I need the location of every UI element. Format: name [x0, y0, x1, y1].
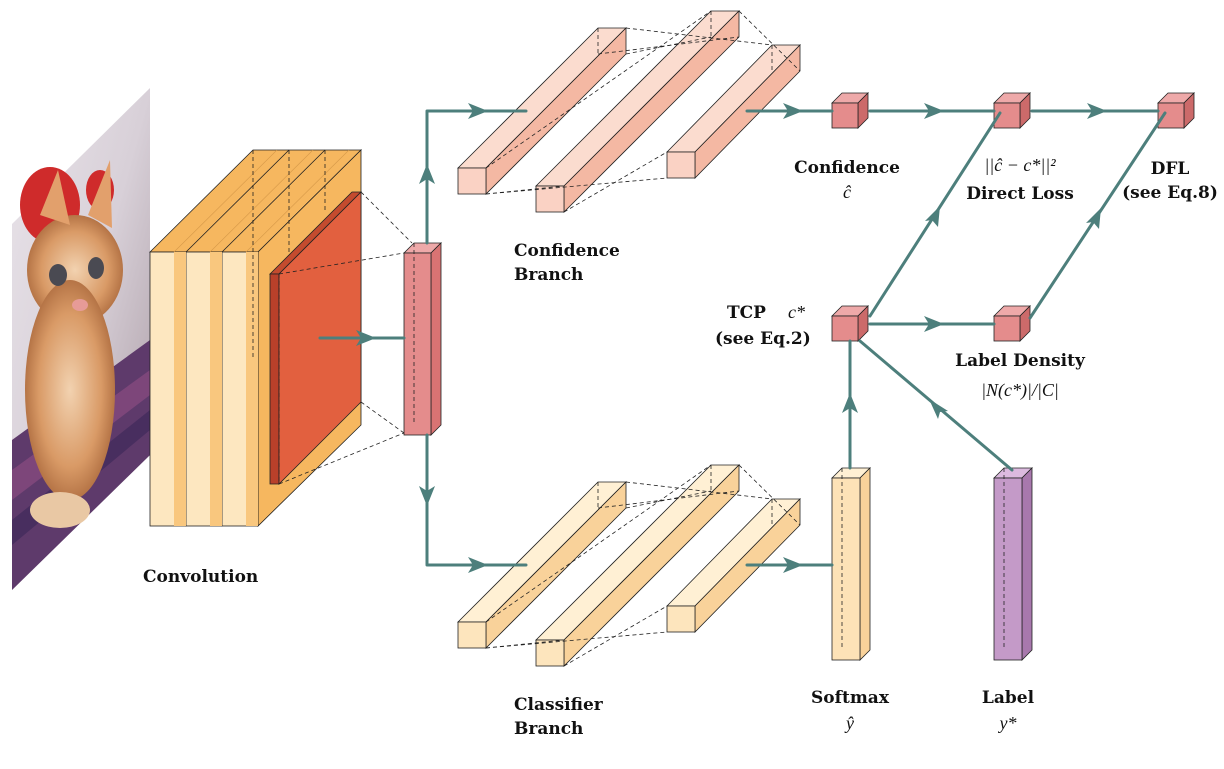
dfl-cube	[1157, 92, 1195, 129]
label-density-cube	[993, 305, 1031, 342]
arrow-heads	[356, 103, 1107, 573]
confidence-label: Confidence	[794, 158, 900, 178]
tcp-cube	[831, 305, 869, 342]
direct-loss-formula: ||ĉ − c*||²	[984, 155, 1056, 175]
classifier-branch-label-line2: Branch	[514, 719, 584, 739]
convolution-label: Convolution	[143, 567, 259, 587]
dfl-reference: (see Eq.8)	[1122, 183, 1218, 203]
confidence-symbol: ĉ	[843, 182, 851, 202]
feature-node	[403, 242, 442, 436]
classifier-branch-label-line1: Classifier	[514, 695, 603, 715]
tcp-label: TCP	[727, 303, 766, 323]
dfl-label: DFL	[1150, 159, 1190, 179]
confidence-branch-label-line1: Confidence	[514, 241, 620, 261]
tcp-symbol: c*	[788, 302, 805, 322]
softmax-symbol: ŷ	[846, 713, 854, 733]
label-label: Label	[981, 688, 1035, 708]
projection-lines	[278, 191, 413, 485]
classifier-branch-prisms	[457, 464, 801, 667]
direct-loss-label: Direct Loss	[966, 184, 1074, 204]
label-symbol: y*	[999, 713, 1017, 733]
softmax-column	[831, 467, 871, 661]
confidence-cube	[831, 92, 869, 129]
input-image	[12, 88, 150, 590]
convolution-block	[149, 149, 362, 527]
tcp-reference: (see Eq.2)	[715, 329, 811, 349]
direct-loss-cube	[993, 92, 1031, 129]
label-density-formula: |N(c*)|/|C|	[981, 380, 1059, 400]
softmax-label: Softmax	[811, 688, 889, 708]
label-density-label: Label Density	[955, 351, 1085, 371]
label-column	[993, 467, 1033, 661]
confidence-branch-label-line2: Branch	[514, 265, 584, 285]
